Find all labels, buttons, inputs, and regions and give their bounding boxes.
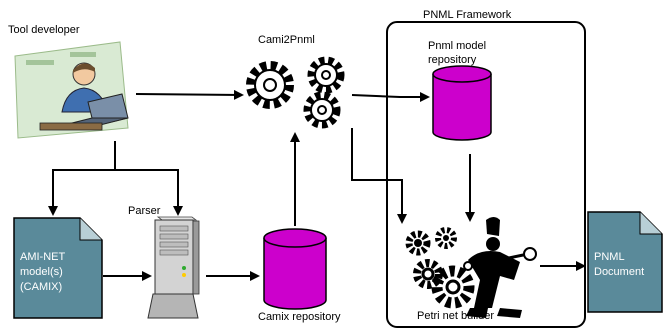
arrow-developer-to-cami2pnml bbox=[135, 89, 244, 100]
arrow-developer-to-parser bbox=[115, 169, 183, 216]
cami2pnml-label: Cami2Pnml bbox=[258, 34, 315, 46]
pnml-model-repository-cylinder bbox=[432, 65, 492, 141]
server-tower-icon bbox=[147, 216, 200, 319]
pnml-model-repository-label-line2: repository bbox=[428, 54, 477, 66]
camix-repository-label: Camix repository bbox=[258, 311, 341, 323]
pnml-model-repository-label-line1: Pnml model bbox=[428, 40, 487, 52]
arrow-cami2pnml-to-petri-builder bbox=[351, 128, 407, 224]
pnml-document-line-2: Document bbox=[594, 266, 645, 278]
ami-net-line-3: (CAMIX) bbox=[20, 281, 63, 293]
petri-net-builder-label: Petri net builder bbox=[417, 310, 495, 322]
pnml-framework-label: PNML Framework bbox=[423, 9, 512, 21]
arrow-cami2pnml-to-pnml-repository bbox=[351, 92, 430, 102]
tool-developer-label: Tool developer bbox=[8, 24, 80, 36]
ami-net-document bbox=[13, 217, 103, 319]
pnml-document-line-1: PNML bbox=[594, 251, 625, 263]
arrow-developer-to-ami-net bbox=[48, 141, 116, 216]
ami-net-line-2: model(s) bbox=[20, 266, 63, 278]
camix-repository-cylinder bbox=[263, 228, 327, 310]
gears-icon bbox=[246, 56, 345, 129]
pnml-framework-box bbox=[386, 21, 586, 328]
pnml-document bbox=[587, 211, 663, 313]
pnml-document-text: PNML Document bbox=[594, 250, 644, 280]
gears-worker-icon bbox=[405, 217, 537, 318]
ami-net-document-text: AMI-NET model(s) (CAMIX) bbox=[20, 250, 65, 295]
parser-label: Parser bbox=[128, 205, 161, 217]
developer-at-computer-icon bbox=[14, 41, 129, 139]
ami-net-line-1: AMI-NET bbox=[20, 251, 66, 263]
